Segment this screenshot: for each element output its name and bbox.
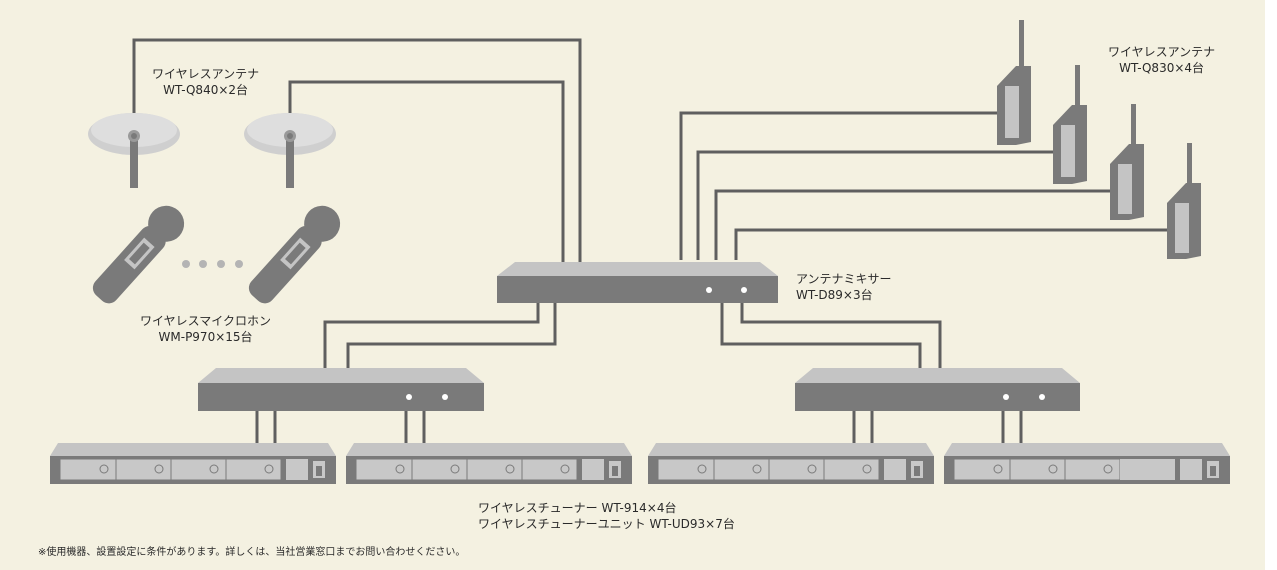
microphone-1 [92,205,185,304]
cable-mixer-right-2 [740,300,942,370]
wall-antenna-3 [1110,104,1144,220]
wireless-tuner-3 [648,443,934,484]
wall-antenna-2 [1053,65,1087,184]
label-antenna-ceiling-model: WT-Q840×2台 [163,83,249,97]
label-microphone-model: WM-P970×15台 [158,330,253,344]
label-antenna-ceiling: ワイヤレスアンテナ WT-Q840×2台 [152,66,259,98]
footnote: ※使用機器、設置設定に条件があります。詳しくは、当社営業窓口までお問い合わせくだ… [38,547,466,558]
label-microphone: ワイヤレスマイクロホン WM-P970×15台 [140,313,271,345]
wall-antenna-1 [997,20,1031,145]
label-tuner-line1: ワイヤレスチューナー WT-914×4台 [478,501,677,515]
wall-antenna-4 [1167,143,1201,259]
label-mixer: アンテナミキサー WT-D89×3台 [796,271,892,303]
ceiling-antenna-2 [244,113,336,188]
microphone-2 [248,205,341,304]
cable-mixer-left-2 [346,300,557,370]
cable-antenna-wall-4 [734,228,1178,260]
label-antenna-ceiling-name: ワイヤレスアンテナ [152,67,260,81]
cable-mixer-left-1 [323,300,540,370]
wireless-tuner-4 [944,443,1230,484]
cables [132,38,1178,444]
label-antenna-wall-name: ワイヤレスアンテナ [1108,45,1216,59]
label-tuner: ワイヤレスチューナー WT-914×4台 ワイヤレスチューナーユニット WT-U… [478,500,735,532]
label-tuner-line2: ワイヤレスチューナーユニット WT-UD93×7台 [478,517,735,531]
cable-mixer-right-1 [720,300,922,370]
ellipsis-dots [182,260,243,268]
label-microphone-name: ワイヤレスマイクロホン [140,314,272,328]
wireless-tuner-2 [346,443,632,484]
label-mixer-model: WT-D89×3台 [796,288,873,302]
cable-antenna-wall-2 [696,150,1064,260]
cable-antenna-ceiling-2 [288,80,565,263]
antenna-mixer-main [497,262,778,303]
wireless-tuner-1 [50,443,336,484]
ceiling-antenna-1 [88,113,180,188]
label-mixer-name: アンテナミキサー [796,272,892,286]
cable-antenna-wall-3 [714,189,1122,260]
cable-antenna-ceiling-1 [132,38,582,263]
antenna-mixer-right [795,368,1080,411]
label-antenna-wall: ワイヤレスアンテナ WT-Q830×4台 [1108,44,1215,76]
label-antenna-wall-model: WT-Q830×4台 [1119,61,1205,75]
cable-antenna-wall-1 [679,111,1008,260]
antenna-mixer-left [198,368,484,411]
